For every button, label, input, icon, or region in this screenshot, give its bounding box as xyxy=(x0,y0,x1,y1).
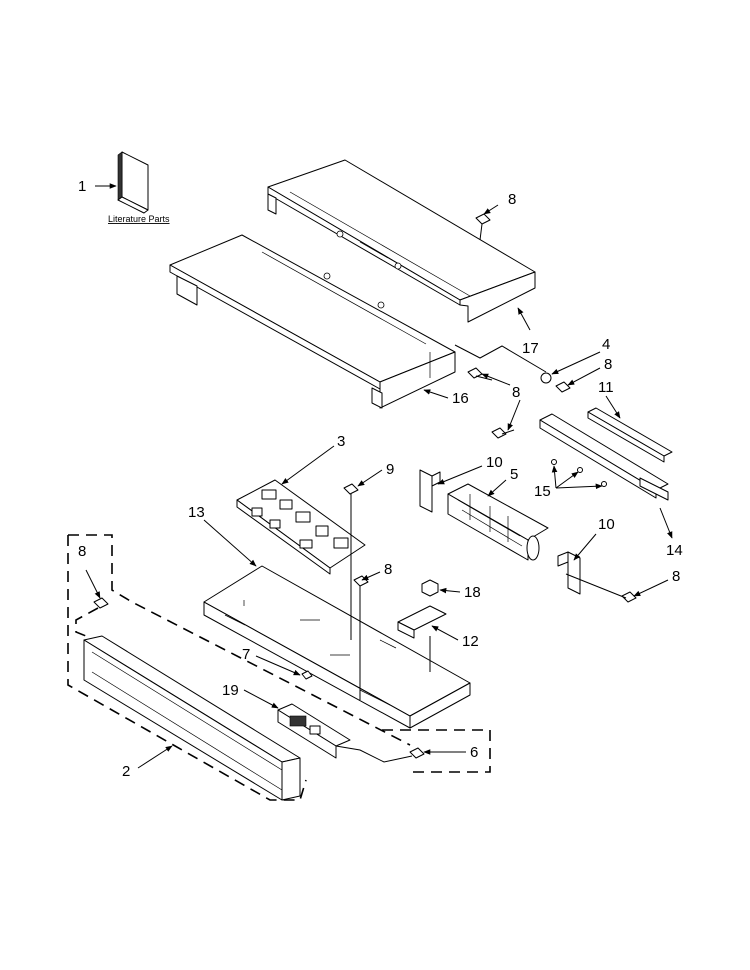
callout-12: 12 xyxy=(462,633,479,650)
callout-8-center: 8 xyxy=(384,561,392,578)
screw-top xyxy=(475,213,491,241)
callout-5: 5 xyxy=(510,466,518,483)
callout-2: 2 xyxy=(122,763,130,780)
callout-13: 13 xyxy=(188,504,205,521)
callout-6: 6 xyxy=(470,744,478,761)
terminal-block xyxy=(397,605,447,639)
callout-16: 16 xyxy=(452,390,469,407)
callout-19: 19 xyxy=(222,682,239,699)
control-board xyxy=(236,479,366,575)
bracket-right xyxy=(557,551,581,595)
callout-8-panel: 8 xyxy=(512,384,520,401)
top-panel xyxy=(267,159,536,323)
blower xyxy=(447,483,549,561)
bottom-panel xyxy=(169,234,456,409)
bracket-left xyxy=(419,469,441,513)
callout-8-left: 8 xyxy=(78,543,86,560)
dashed-assembly-outline xyxy=(67,534,491,801)
literature-booklet xyxy=(95,151,149,214)
screw-panel xyxy=(467,367,493,381)
screw-bottom xyxy=(409,747,425,759)
fasteners-15 xyxy=(551,459,607,487)
callout-3: 3 xyxy=(337,433,345,450)
screw-rail xyxy=(491,427,515,439)
callout-8-right-upper: 8 xyxy=(604,356,612,373)
callout-4: 4 xyxy=(602,336,610,353)
channel-bracket xyxy=(539,413,669,501)
callout-8-right-lower: 8 xyxy=(672,568,680,585)
screw-left-rear xyxy=(93,597,109,609)
callout-15: 15 xyxy=(534,483,551,500)
callout-8-top: 8 xyxy=(508,191,516,208)
literature-label: Literature Parts xyxy=(108,214,170,224)
screw-9 xyxy=(343,483,359,640)
callout-9: 9 xyxy=(386,461,394,478)
assembly-lines xyxy=(335,344,627,763)
nut xyxy=(421,579,439,597)
callout-10-right: 10 xyxy=(598,516,615,533)
leader-arrows xyxy=(85,204,673,769)
callout-11: 11 xyxy=(598,379,614,396)
callout-10-left: 10 xyxy=(486,454,503,471)
callout-7: 7 xyxy=(242,646,250,663)
callout-17: 17 xyxy=(522,340,539,357)
front-trim xyxy=(83,635,301,801)
mounting-plate xyxy=(203,565,471,729)
touch-board xyxy=(277,703,351,759)
rail xyxy=(587,407,673,463)
callout-14: 14 xyxy=(666,542,683,559)
callout-1: 1 xyxy=(78,178,86,195)
screw-washer xyxy=(540,372,571,393)
screw-right-front xyxy=(621,591,637,603)
screw-7 xyxy=(301,670,313,680)
screw-center xyxy=(353,575,369,587)
callout-18: 18 xyxy=(464,584,481,601)
